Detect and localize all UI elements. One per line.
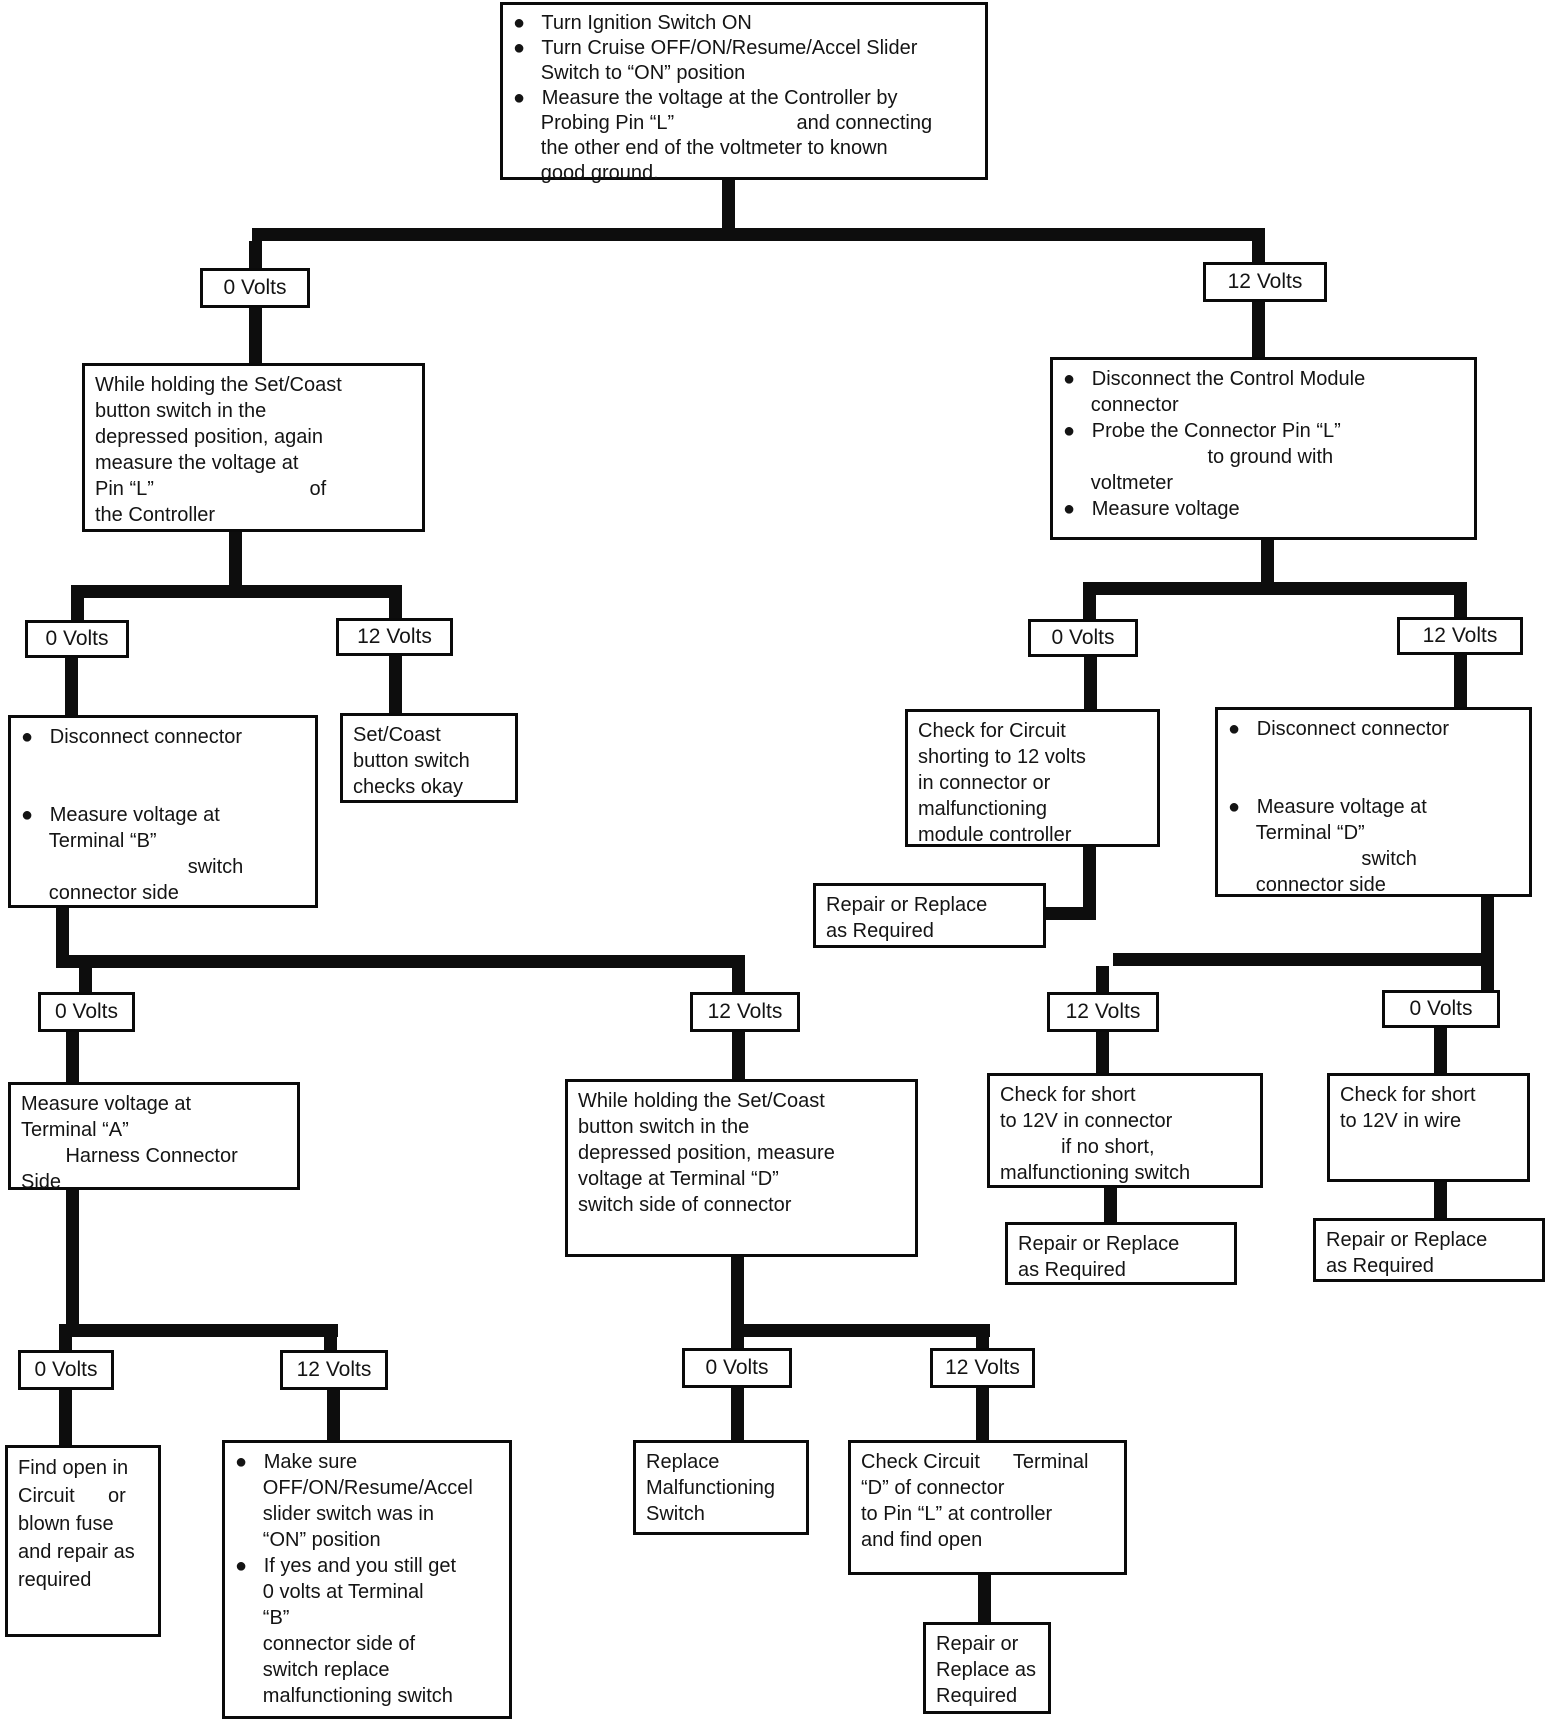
connector (1252, 241, 1265, 262)
node-repair-replace-2: Repair or Replace as Required (1005, 1222, 1237, 1285)
connector (327, 1390, 340, 1440)
node-check-short-connector: Check for short to 12V in connector if n… (987, 1073, 1263, 1188)
node-disconnect-control-module: ● Disconnect the Control Module connecto… (1050, 357, 1477, 540)
node-repair-replace-4: Repair or Replace as Required (923, 1622, 1051, 1714)
connector (324, 1337, 337, 1350)
branch-label-0-volts: 0 Volts (38, 992, 135, 1032)
node-replace-malfunctioning-switch: Replace Malfunctioning Switch (633, 1440, 809, 1535)
connector (1096, 966, 1109, 992)
connector (66, 1190, 79, 1324)
connector (731, 1257, 744, 1324)
connector (1096, 1032, 1109, 1073)
connector (59, 1324, 338, 1337)
connector (249, 308, 262, 363)
connector (249, 241, 262, 268)
connector (71, 598, 84, 620)
branch-label-0-volts: 0 Volts (18, 1350, 114, 1390)
node-repair-replace-3: Repair or Replace as Required (1313, 1218, 1545, 1282)
connector (65, 658, 78, 715)
connector (976, 1337, 989, 1348)
node-make-sure-slider-switch: ● Make sure OFF/ON/Resume/Accel slider s… (222, 1440, 512, 1719)
connector (722, 180, 735, 230)
node-check-circuit-terminal-d: Check Circuit Terminal “D” of connector … (848, 1440, 1127, 1575)
node-disconnect-connector-terminal-d: ● Disconnect connector ● Measure voltage… (1215, 707, 1532, 897)
connector (389, 656, 402, 713)
connector (1481, 897, 1494, 990)
connector (1434, 1182, 1447, 1218)
node-set-coast-checks-okay: Set/Coast button switch checks okay (340, 713, 518, 803)
node-measure-terminal-a: Measure voltage at Terminal “A” Harness … (8, 1082, 300, 1193)
connector (731, 1324, 990, 1337)
branch-label-12-volts: 12 Volts (690, 992, 800, 1032)
connector (731, 1337, 744, 1348)
connector (1083, 582, 1467, 595)
connector (389, 598, 402, 618)
branch-label-0-volts: 0 Volts (200, 268, 310, 308)
branch-label-0-volts: 0 Volts (1382, 990, 1500, 1028)
connector (1252, 302, 1265, 357)
branch-label-12-volts: 12 Volts (1397, 617, 1523, 655)
connector (1113, 953, 1481, 966)
node-check-circuit-shorting: Check for Circuit shorting to 12 volts i… (905, 709, 1160, 847)
node-repair-replace-1: Repair or Replace as Required (813, 883, 1046, 948)
connector (1454, 655, 1467, 707)
node-while-holding-terminal-d: While holding the Set/Coast button switc… (565, 1079, 918, 1257)
branch-label-12-volts: 12 Volts (930, 1348, 1035, 1388)
connector (66, 1032, 79, 1082)
connector (56, 908, 69, 955)
branch-label-0-volts: 0 Volts (1028, 619, 1138, 657)
connector (1104, 1188, 1117, 1222)
connector (71, 585, 402, 598)
connector (56, 955, 745, 968)
connector (252, 228, 1265, 241)
node-find-open-circuit: Find open in Circuit or blown fuse and r… (5, 1445, 161, 1637)
branch-label-0-volts: 0 Volts (25, 620, 129, 658)
connector (1083, 595, 1096, 619)
connector (229, 532, 242, 585)
node-check-short-wire: Check for short to 12V in wire (1327, 1073, 1530, 1182)
branch-label-12-volts: 12 Volts (336, 618, 453, 656)
connector (59, 1390, 72, 1445)
connector (732, 968, 745, 992)
branch-label-0-volts: 0 Volts (682, 1348, 792, 1388)
branch-label-12-volts: 12 Volts (1203, 262, 1327, 302)
node-disconnect-connector-terminal-b: ● Disconnect connector ● Measure voltage… (8, 715, 318, 908)
connector (731, 1388, 744, 1440)
connector (1261, 540, 1274, 582)
branch-label-12-volts: 12 Volts (1047, 992, 1159, 1032)
connector (732, 1032, 745, 1079)
connector (1454, 595, 1467, 617)
connector (1434, 1028, 1447, 1073)
connector (59, 1337, 72, 1350)
connector (1084, 657, 1097, 709)
node-while-holding-pin-l: While holding the Set/Coast button switc… (82, 363, 425, 532)
start-node: ● Turn Ignition Switch ON ● Turn Cruise … (500, 2, 988, 184)
connector (79, 968, 92, 992)
connector (1045, 907, 1096, 920)
connector (978, 1575, 991, 1622)
connector (976, 1388, 989, 1440)
connector (1083, 847, 1096, 920)
branch-label-12-volts: 12 Volts (280, 1350, 388, 1390)
